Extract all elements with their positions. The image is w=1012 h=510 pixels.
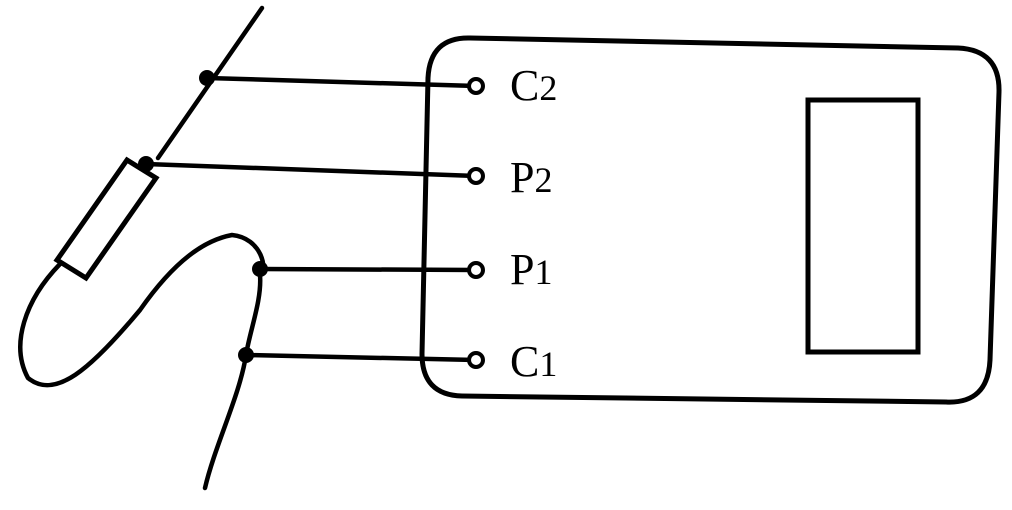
label-c2: C2: [510, 61, 557, 110]
resistor: [53, 156, 160, 282]
lower-conductor: [18, 232, 266, 491]
wire-p1: [257, 266, 479, 273]
terminal-p1: [467, 261, 485, 279]
junction-c2: [199, 70, 215, 86]
label-c1: C1: [510, 337, 557, 386]
instrument-body: [419, 35, 1002, 405]
wire-c2: [204, 75, 479, 89]
label-p2: P2: [510, 153, 552, 202]
wire-p2: [143, 161, 479, 179]
terminal-c2: [467, 77, 485, 95]
terminal-p2: [467, 167, 485, 185]
terminal-c1: [467, 351, 485, 369]
junction-p1: [252, 261, 268, 277]
display-window: [805, 97, 921, 355]
junction-c1: [238, 347, 254, 363]
wire-c1: [243, 352, 479, 363]
junction-p2: [138, 156, 154, 172]
label-p1: P1: [510, 245, 552, 294]
